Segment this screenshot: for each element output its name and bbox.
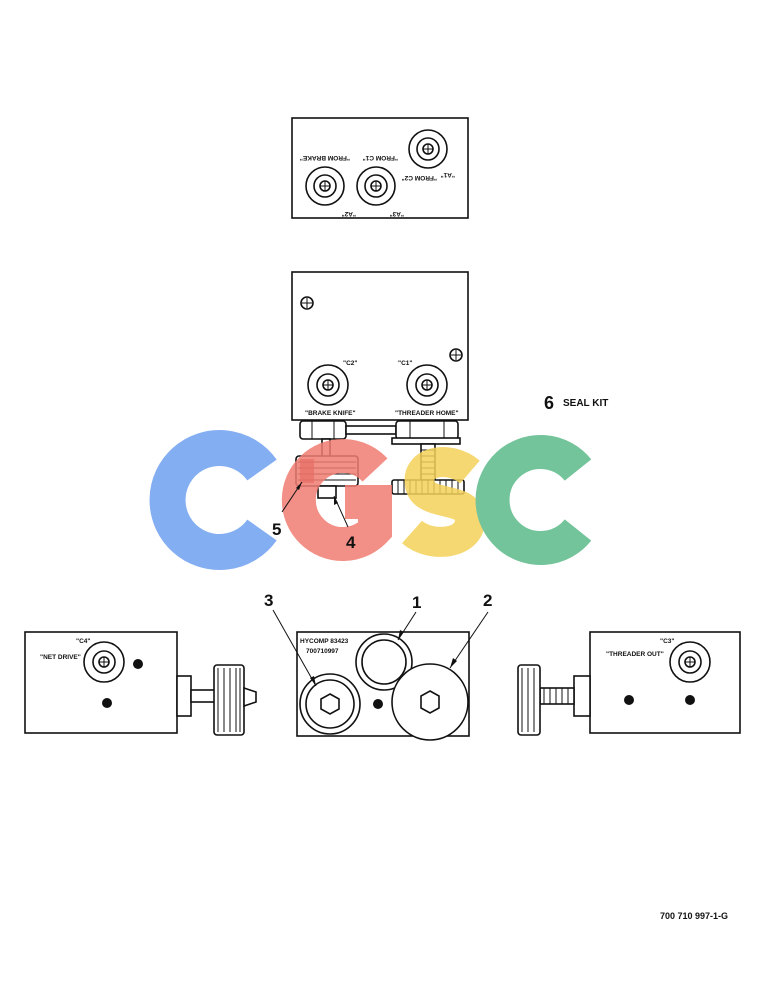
label-port-c4: "C4": [76, 638, 90, 645]
right-side-block: "C3" "THREADER OUT": [517, 631, 741, 736]
label-brake-knife: "BRAKE KNIFE": [305, 410, 356, 417]
top-manifold-block: "FROM BRAKE" "FROM C1" "FROM C2" "A2" "A…: [291, 117, 469, 219]
callout-4: 4: [333, 495, 356, 552]
label-a2: "A2": [342, 210, 356, 217]
callout-number-2: 2: [483, 591, 492, 610]
figure-code: 700 710 997-1-G: [660, 911, 728, 921]
port-a2-fitting: [305, 166, 345, 206]
port-c2-fitting: [307, 364, 349, 406]
label-port-c1: "C1": [398, 360, 412, 367]
mount-screw-icon: [449, 348, 463, 362]
label-threader-home: "THREADER HOME": [395, 410, 459, 417]
label-port-c2: "C2": [343, 360, 357, 367]
label-from-c2: "FROM C2": [402, 174, 437, 181]
center-valve-block: HYCOMP 83423 700710997: [296, 631, 470, 741]
label-port-c3: "C3": [660, 638, 674, 645]
seal-kit-callout: 6 SEAL KIT: [544, 393, 608, 413]
plug-icon: [133, 659, 143, 669]
plug-icon: [102, 698, 112, 708]
watermark-letter-s-yellow: [402, 447, 486, 557]
label-a1: "A1": [441, 171, 455, 178]
part-number-line1: HYCOMP 83423: [300, 638, 349, 645]
plug-icon: [373, 699, 383, 709]
label-from-c1: "FROM C1": [363, 154, 398, 161]
callout-number-1: 1: [412, 593, 421, 612]
left-side-block: "C4" "NET DRIVE": [24, 631, 257, 736]
port-a1-fitting: [408, 129, 448, 169]
callout-number-3: 3: [264, 591, 273, 610]
watermark-letter-c-blue: [149, 430, 277, 570]
cartridge-hex-nuts: [299, 420, 461, 445]
callout-3: 3: [264, 591, 317, 687]
label-threader-out: "THREADER OUT": [606, 651, 664, 658]
watermark-letter-g-red: [281, 439, 392, 561]
label-from-brake: "FROM BRAKE": [300, 154, 350, 161]
port-c1-fitting: [406, 364, 448, 406]
label-net-drive: "NET DRIVE": [40, 654, 81, 661]
cartridge-cavity-1: [355, 633, 413, 691]
callout-number-4: 4: [346, 533, 356, 552]
part-number-line2: 700710997: [306, 648, 339, 655]
plug-3: [299, 673, 361, 735]
callout-1: 1: [397, 593, 421, 641]
callout-2: 2: [449, 591, 492, 669]
plug-icon: [685, 695, 695, 705]
seal-kit-label: SEAL KIT: [563, 398, 608, 409]
callout-number-5: 5: [272, 520, 281, 539]
callout-number-6: 6: [544, 393, 554, 413]
plug-icon: [624, 695, 634, 705]
callout-5: 5: [272, 481, 303, 539]
port-c3-fitting: [669, 641, 711, 683]
port-c4-fitting: [83, 641, 125, 683]
plug-2: [391, 663, 469, 741]
port-a3-fitting: [356, 166, 396, 206]
watermark-letter-c-green: [475, 435, 592, 565]
label-a3: "A3": [390, 210, 404, 217]
cgsc-watermark: [149, 430, 592, 570]
mount-screw-icon: [300, 296, 314, 310]
